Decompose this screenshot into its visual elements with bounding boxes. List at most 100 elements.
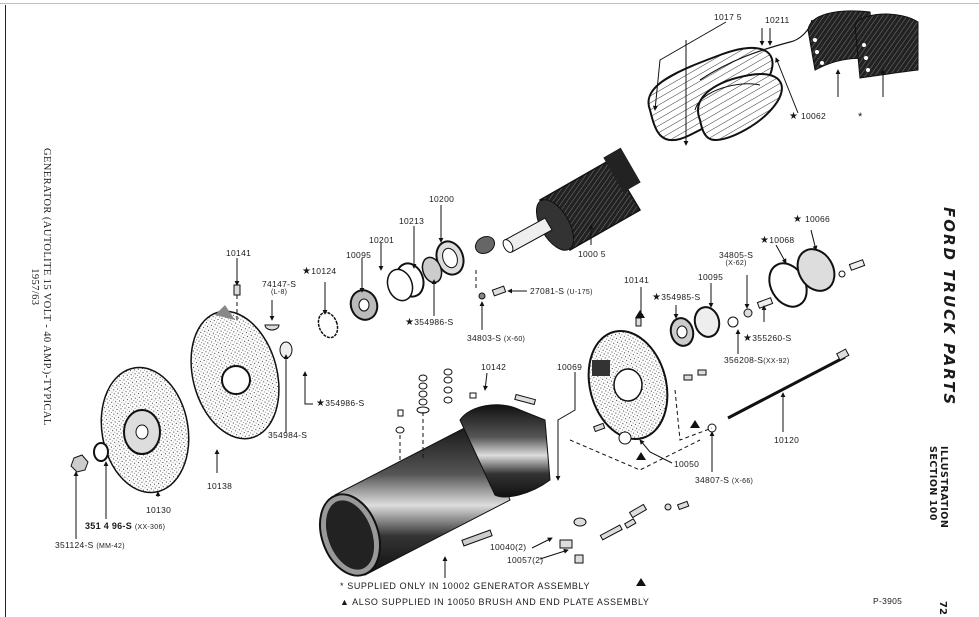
callout-10120: 10120 (774, 435, 800, 445)
callout-10062: ★ 10062 (789, 112, 826, 122)
callout-34805: 34805-S(X-62) (719, 251, 753, 267)
callout-10124-text: 10124 (311, 266, 337, 276)
leader-lines (73, 21, 886, 578)
figure-number: P-3905 (873, 596, 903, 606)
asterisk-symbol: * (340, 581, 345, 591)
callout-field-asterisk: * (858, 111, 863, 123)
page-number: 72 (937, 601, 948, 615)
callout-74147: 74147-S(L-8) (262, 280, 296, 296)
callout-10175: 1017 5 (714, 12, 742, 22)
callout-351496-text: 351 4 96-S (85, 521, 133, 531)
fan-pulley (70, 366, 190, 494)
callout-354985: ★354985-S (652, 293, 701, 303)
callout-27081: 27081-S (U-175) (530, 287, 593, 296)
callout-10130: 10130 (146, 505, 172, 515)
callout-10066-text: 10066 (804, 214, 831, 224)
brush-parts (559, 500, 690, 564)
callout-10138: 10138 (207, 481, 233, 491)
callout-34807: 34807-S (X-66) (695, 476, 753, 485)
callout-10200: 10200 (429, 194, 455, 204)
callout-10005: 1000 5 (578, 249, 606, 259)
commutator-end-plate (587, 329, 669, 445)
callout-34803-sub: (X-60) (503, 336, 526, 343)
callout-351124-sub: (MM-42) (96, 543, 125, 550)
callout-10142: 10142 (481, 362, 507, 372)
callout-354986-lower: ★354986-S (316, 399, 365, 409)
callout-10062-text: 10062 (800, 111, 827, 121)
generator-frame (319, 404, 551, 577)
footnote-asterisk: * SUPPLIED ONLY IN 10002 GENERATOR ASSEM… (340, 581, 590, 591)
callout-34805-sub: (X-62) (725, 259, 747, 267)
callout-10124: ★10124 (302, 267, 336, 277)
callout-10211: 10211 (765, 15, 790, 25)
callout-354986-upper-text: 354986-S (414, 317, 454, 327)
scan-top-border (0, 3, 979, 4)
callout-34803-text: 34803-S (467, 333, 502, 343)
star-icon: ★ (789, 111, 799, 122)
callout-351124-text: 351124-S (55, 540, 94, 550)
star-icon: ★ (760, 235, 770, 246)
diagram-title-text: GENERATOR (AUTOLITE 15 VOLT - 40 AMP.)-T… (41, 148, 52, 426)
callout-354986-lower-text: 354986-S (325, 398, 365, 408)
callout-10141-commutator: 10141 (624, 275, 650, 285)
section-label-line2: SECTION 100 (927, 446, 938, 521)
diagram-title: GENERATOR (AUTOLITE 15 VOLT - 40 AMP.)-T… (29, 148, 52, 426)
triangle-symbol: ▲ (340, 597, 350, 607)
callout-356208-text: 356208-S (724, 355, 764, 365)
callout-354986-upper: ★354986-S (405, 318, 454, 328)
callout-27081-text: 27081-S (530, 286, 565, 296)
callout-356208: 356208-S(XX-92) (724, 356, 789, 365)
star-icon: ★ (302, 266, 312, 277)
callout-354985-text: 354985-S (661, 292, 701, 302)
brand-header: FORD TRUCK PARTS (940, 207, 958, 407)
callout-10069: 10069 (557, 362, 583, 372)
commutator-end-parts (592, 248, 866, 433)
callout-10201: 10201 (369, 235, 395, 245)
callout-351496: 351 4 96-S (XX-306) (85, 521, 166, 532)
callout-356208-sub: (XX-92) (763, 358, 790, 365)
footnote-triangle-text: ALSO SUPPLIED IN 10050 BRUSH AND END PLA… (352, 597, 650, 607)
callout-34807-text: 34807-S (695, 475, 730, 485)
star-icon: ★ (405, 317, 415, 328)
callout-355260-text: 355260-S (752, 333, 792, 343)
through-bolt (727, 348, 850, 420)
footnote-asterisk-text: SUPPLIED ONLY IN 10002 GENERATOR ASSEMBL… (347, 581, 591, 591)
callout-27081-sub: (U-175) (566, 289, 593, 296)
callout-10068-text: 10068 (769, 235, 795, 245)
callout-10057: 10057(2) (507, 555, 544, 565)
terminal-hardware (395, 368, 537, 434)
callout-351124: 351124-S (MM-42) (55, 541, 125, 550)
callout-74147-text: 74147-S (262, 279, 297, 289)
callout-10050: 10050 (674, 459, 700, 469)
callout-351496-sub: (XX-306) (134, 524, 166, 531)
star-icon: ★ (793, 214, 803, 225)
diagram-years: 1957/63 (29, 268, 40, 306)
star-icon: ★ (743, 333, 753, 344)
callout-10095-drive: 10095 (346, 250, 372, 260)
field-coil-assembly (647, 19, 813, 142)
callout-10141-drive: 10141 (226, 248, 252, 258)
pole-shoes (807, 10, 919, 79)
section-label-line1: ILLUSTRATION (938, 446, 949, 529)
callout-74147-sub: (L-8) (270, 288, 288, 296)
drive-end-plate (190, 305, 280, 440)
dashed-guides (236, 270, 713, 471)
callout-10066: ★ 10066 (793, 215, 830, 225)
section-label: ILLUSTRATION SECTION 100 (927, 446, 949, 528)
sleeve-bearing (474, 235, 496, 255)
callout-34803: 34803-S (X-60) (467, 334, 525, 343)
star-icon: ★ (316, 398, 326, 409)
callout-34807-sub: (X-66) (731, 478, 754, 485)
callout-10068: ★10068 (760, 236, 794, 246)
callout-10040: 10040(2) (490, 542, 527, 552)
star-icon: ★ (652, 292, 662, 303)
callout-34805-text: 34805-S (719, 250, 754, 260)
drive-end-parts (233, 240, 507, 359)
footnote-triangle: ▲ ALSO SUPPLIED IN 10050 BRUSH AND END P… (340, 597, 650, 607)
callout-10095-commutator: 10095 (698, 272, 724, 282)
callout-354984: 354984-S (268, 430, 308, 440)
triangle-markers (635, 310, 700, 586)
callout-10213: 10213 (399, 216, 425, 226)
scan-left-border (5, 5, 6, 617)
